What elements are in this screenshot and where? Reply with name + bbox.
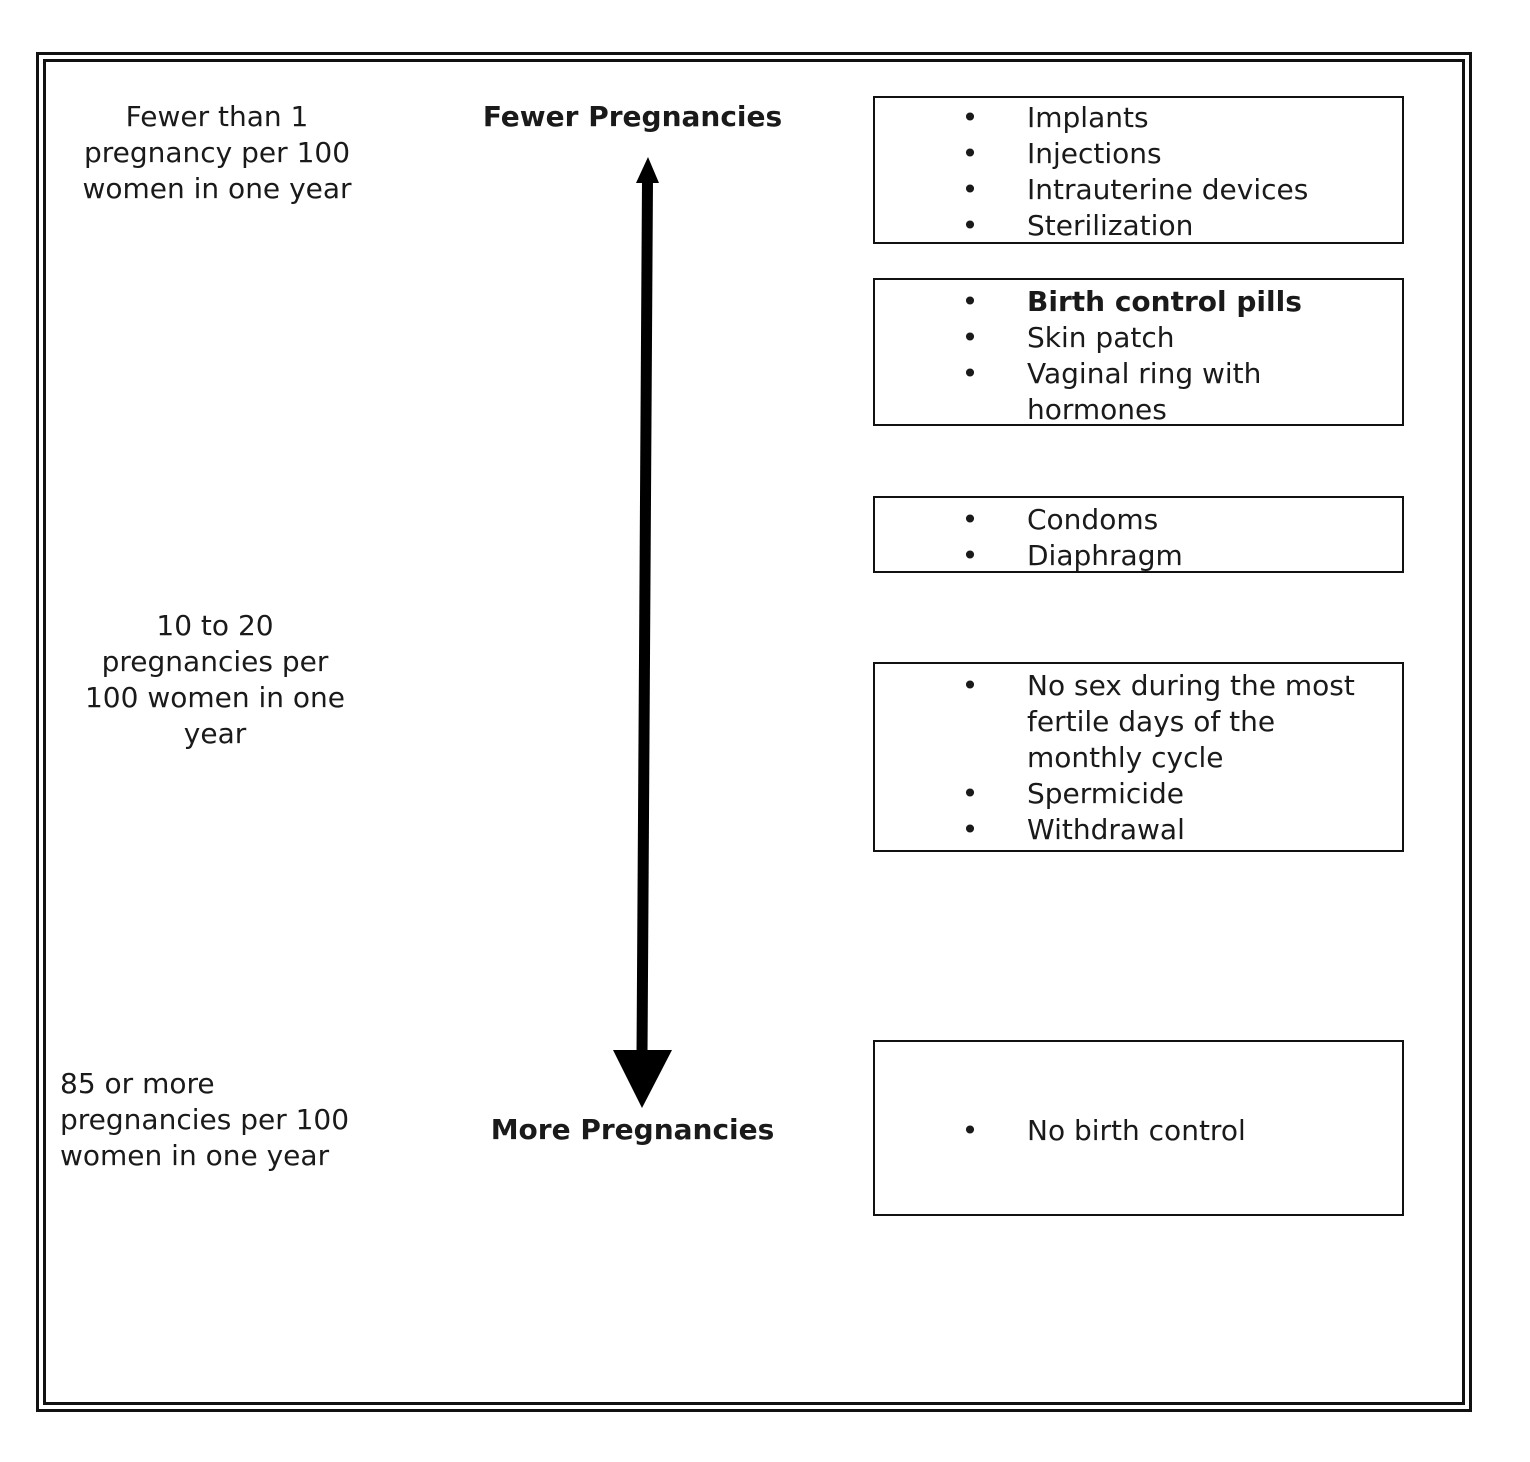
method-group-2: • Birth control pills • Skin patch • Vagina… bbox=[873, 278, 1404, 426]
bullet-icon: • bbox=[961, 1114, 979, 1147]
method-label: Injections bbox=[1027, 137, 1162, 170]
method-group-4: • No sex during the most fertile days of … bbox=[873, 662, 1404, 852]
arrow-shaft bbox=[636, 179, 653, 1056]
list-item: • Implants bbox=[875, 100, 1402, 136]
method-label: Withdrawal bbox=[1027, 813, 1185, 846]
method-label: No birth control bbox=[1027, 1114, 1246, 1147]
list-item: • No birth control bbox=[875, 1113, 1402, 1149]
rate-label-bottom: 85 or more pregnancies per 100 women in … bbox=[60, 1067, 350, 1172]
method-label: Skin patch bbox=[1027, 321, 1175, 354]
method-label: Intrauterine devices bbox=[1027, 173, 1309, 206]
list-item: • Injections bbox=[875, 136, 1402, 172]
bullet-icon: • bbox=[961, 539, 979, 572]
list-item: • Birth control pills bbox=[875, 284, 1402, 320]
bullet-icon: • bbox=[961, 209, 979, 242]
arrow-head-down bbox=[613, 1050, 672, 1108]
list-item: • Diaphragm bbox=[875, 538, 1402, 574]
list-item: • Vaginal ring with hormones bbox=[875, 356, 1402, 428]
bullet-icon: • bbox=[961, 173, 979, 206]
rate-label-middle: 10 to 20 pregnancies per 100 women in on… bbox=[84, 609, 346, 750]
inner-frame bbox=[43, 59, 1465, 1405]
list-item: • Sterilization bbox=[875, 208, 1402, 244]
rate-label-top: Fewer than 1 pregnancy per 100 women in … bbox=[82, 100, 352, 205]
method-group-5: • No birth control bbox=[873, 1040, 1404, 1216]
bullet-icon: • bbox=[961, 137, 979, 170]
list-item: • No sex during the most fertile days of … bbox=[875, 668, 1402, 776]
list-item: • Intrauterine devices bbox=[875, 172, 1402, 208]
method-label: Vaginal ring with hormones bbox=[1027, 357, 1262, 426]
method-group-1: • Implants • Injections • Intrauterine devi… bbox=[873, 96, 1404, 244]
arrow-head-up bbox=[636, 157, 659, 183]
list-item: • Skin patch bbox=[875, 320, 1402, 356]
axis-label-more: More Pregnancies bbox=[490, 1113, 775, 1146]
bullet-icon: • bbox=[961, 669, 979, 702]
method-label: Sterilization bbox=[1027, 209, 1194, 242]
axis-label-fewer: Fewer Pregnancies bbox=[482, 100, 783, 133]
bullet-icon: • bbox=[961, 101, 979, 134]
bullet-icon: • bbox=[961, 321, 979, 354]
bullet-icon: • bbox=[961, 285, 979, 318]
list-item: • Withdrawal bbox=[875, 812, 1402, 848]
list-item: • Spermicide bbox=[875, 776, 1402, 812]
bullet-icon: • bbox=[961, 777, 979, 810]
method-label: Condoms bbox=[1027, 503, 1159, 536]
method-label: No sex during the most fertile days of t… bbox=[1027, 669, 1355, 774]
double-arrow bbox=[613, 157, 672, 1108]
method-group-3: • Condoms • Diaphragm bbox=[873, 496, 1404, 573]
method-label: Birth control pills bbox=[1027, 285, 1302, 318]
bullet-icon: • bbox=[961, 813, 979, 846]
method-label: Implants bbox=[1027, 101, 1149, 134]
list-item: • Condoms bbox=[875, 502, 1402, 538]
bullet-icon: • bbox=[961, 357, 979, 390]
bullet-icon: • bbox=[961, 503, 979, 536]
method-label: Spermicide bbox=[1027, 777, 1185, 810]
method-label: Diaphragm bbox=[1027, 539, 1183, 572]
outer-frame bbox=[36, 52, 1472, 1412]
